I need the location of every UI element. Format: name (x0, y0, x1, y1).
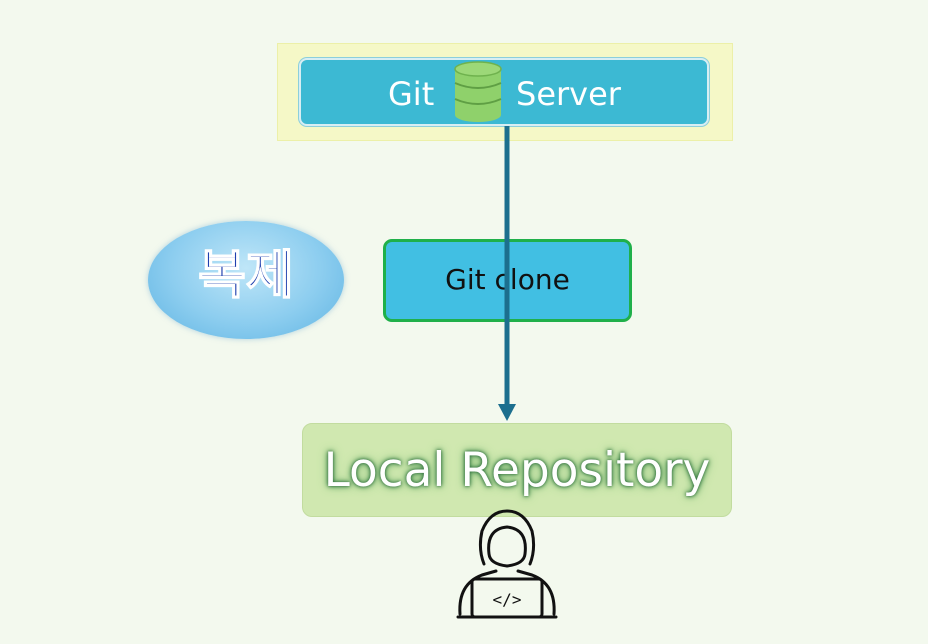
git-clone-label: Git clone (445, 263, 570, 296)
server-left-label: Git (388, 75, 435, 113)
server-right-label: Server (516, 75, 621, 113)
database-icon (454, 61, 502, 122)
annotation-ellipse (148, 221, 344, 339)
local-repository-label: Local Repository (323, 443, 711, 498)
local-repository-box (302, 423, 732, 517)
git-server-box (299, 58, 709, 126)
code-glyph: </> (493, 590, 522, 609)
developer-laptop-icon: </> (456, 509, 558, 619)
annotation-label: 복제 (197, 245, 294, 307)
